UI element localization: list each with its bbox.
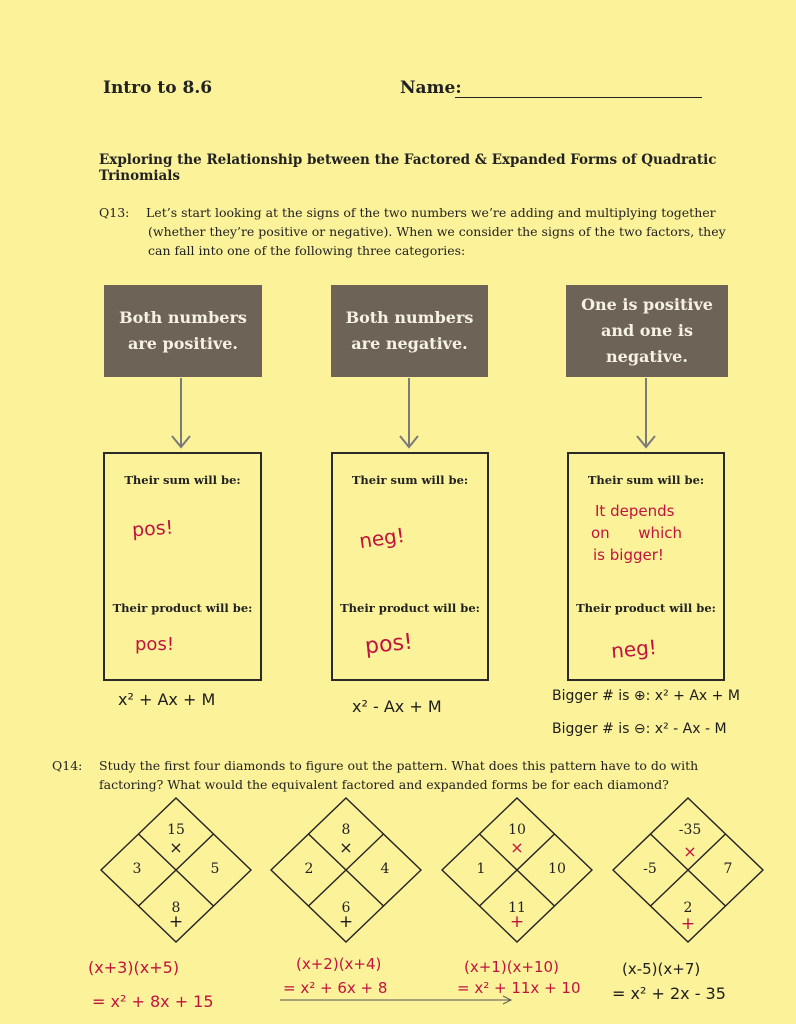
times-icon: ×	[169, 838, 183, 857]
diamond-2-left: 2	[304, 861, 314, 877]
arrow-head-icon	[502, 995, 513, 1005]
q14-number: Q14:	[52, 758, 83, 773]
diamond-4-right: 7	[723, 861, 733, 877]
sum-answer-line: It depends	[595, 502, 675, 520]
diamond-1-shape	[99, 797, 253, 943]
sum-answer: neg!	[357, 522, 407, 554]
diamond-1-right: 5	[210, 861, 220, 877]
plus-icon: +	[509, 912, 525, 932]
diamond-1-expanded: = x² + 8x + 15	[92, 992, 214, 1011]
worksheet-subtitle: Exploring the Relationship between the F…	[99, 152, 717, 184]
sum-label: Their sum will be:	[351, 473, 469, 487]
q13-text-line: Let’s start looking at the signs of the …	[146, 205, 716, 220]
diamond-3-bottom: 11	[508, 900, 526, 916]
diamond-3-shape	[440, 797, 594, 943]
sum-answer-line: on which	[591, 524, 682, 542]
diamond-3-expanded: = x² + 11x + 10	[457, 979, 581, 997]
down-arrow-icon	[171, 378, 191, 449]
times-icon: ×	[339, 838, 353, 857]
diamond-4-left: -5	[643, 861, 657, 877]
sum-answer-line: is bigger!	[593, 546, 664, 564]
sum-answer: pos!	[131, 516, 174, 542]
diamond-4-shape	[611, 797, 765, 943]
diamond-4-expanded: = x² + 2x - 35	[612, 984, 726, 1003]
form-mixed-bigger-positive: Bigger # is ⊕: x² + Ax + M	[552, 688, 740, 704]
q13-number: Q13:	[99, 205, 130, 220]
q14-text: Study the first four diamonds to figure …	[99, 756, 739, 794]
result-box-both-negative: Their sum will be: neg! Their product wi…	[331, 452, 489, 681]
diamond-3-top: 10	[508, 822, 526, 838]
diamond-2-bottom: 6	[341, 900, 351, 916]
category-header-both-positive: Both numbers are positive.	[104, 285, 262, 377]
diamond-1-bottom: 8	[171, 900, 181, 916]
diamond-2-top: 8	[341, 822, 351, 838]
down-arrow-icon	[636, 378, 656, 449]
sum-label: Their sum will be:	[587, 473, 705, 487]
form-mixed-bigger-negative: Bigger # is ⊖: x² - Ax - M	[552, 721, 727, 737]
diamond-2-shape	[269, 797, 423, 943]
plus-icon: +	[168, 912, 184, 932]
diamond-1-left: 3	[132, 861, 142, 877]
category-title-line: are positive.	[127, 334, 238, 353]
product-answer: pos!	[363, 629, 414, 660]
diamond-4-bottom: 2	[683, 900, 693, 916]
times-icon: ×	[683, 842, 697, 861]
q13-text-line: can fall into one of the following three…	[148, 243, 466, 258]
down-arrow-icon	[399, 378, 419, 449]
category-title-line: Both numbers	[345, 308, 474, 327]
category-header-mixed-signs: One is positive and one is negative.	[566, 285, 728, 377]
sum-label: Their sum will be:	[124, 473, 241, 487]
worksheet-title: Intro to 8.6	[103, 78, 213, 98]
sum-answer: It depends on which is bigger!	[591, 500, 682, 566]
diamond-1-top: 15	[167, 822, 185, 838]
product-label: Their product will be:	[340, 601, 480, 615]
name-field-line[interactable]	[455, 97, 702, 98]
diamond-3-left: 1	[476, 861, 486, 877]
name-label: Name:	[400, 78, 462, 98]
category-title-line: are negative.	[351, 334, 468, 353]
category-title-line: Both numbers	[119, 308, 247, 327]
diamond-1-factored: (x+3)(x+5)	[88, 958, 180, 977]
product-answer: pos!	[135, 634, 175, 655]
diamond-2-expanded: = x² + 6x + 8	[283, 979, 388, 997]
form-both-positive: x² + Ax + M	[118, 690, 216, 709]
plus-icon: +	[338, 912, 354, 932]
category-title-line: One is positive	[581, 295, 713, 314]
product-label: Their product will be:	[112, 601, 253, 615]
product-label: Their product will be:	[576, 601, 716, 615]
times-icon: ×	[510, 838, 524, 857]
diamond-2-factored: (x+2)(x+4)	[296, 955, 382, 973]
diamond-3-factored: (x+1)(x+10)	[464, 958, 559, 976]
form-both-negative: x² - Ax + M	[352, 697, 442, 716]
plus-icon: +	[680, 914, 696, 934]
category-title-line: negative.	[606, 347, 688, 366]
diamond-4-factored: (x-5)(x+7)	[622, 960, 701, 978]
category-title-line: and one is	[601, 321, 693, 340]
q14-text-line: Study the first four diamonds to figure …	[99, 758, 699, 773]
result-box-mixed-signs: Their sum will be: It depends on which i…	[567, 452, 725, 681]
product-answer: neg!	[610, 635, 658, 663]
result-box-both-positive: Their sum will be: pos! Their product wi…	[103, 452, 262, 681]
diamond-2-right: 4	[380, 861, 390, 877]
q14-text-line: factoring? What would the equivalent fac…	[99, 777, 669, 792]
q13-text: Let’s start looking at the signs of the …	[146, 203, 726, 260]
category-header-both-negative: Both numbers are negative.	[331, 285, 488, 377]
diamond-3-right: 10	[548, 861, 566, 877]
diamond-4-top: -35	[678, 822, 702, 838]
q13-text-line: (whether they’re positive or negative). …	[148, 224, 726, 239]
